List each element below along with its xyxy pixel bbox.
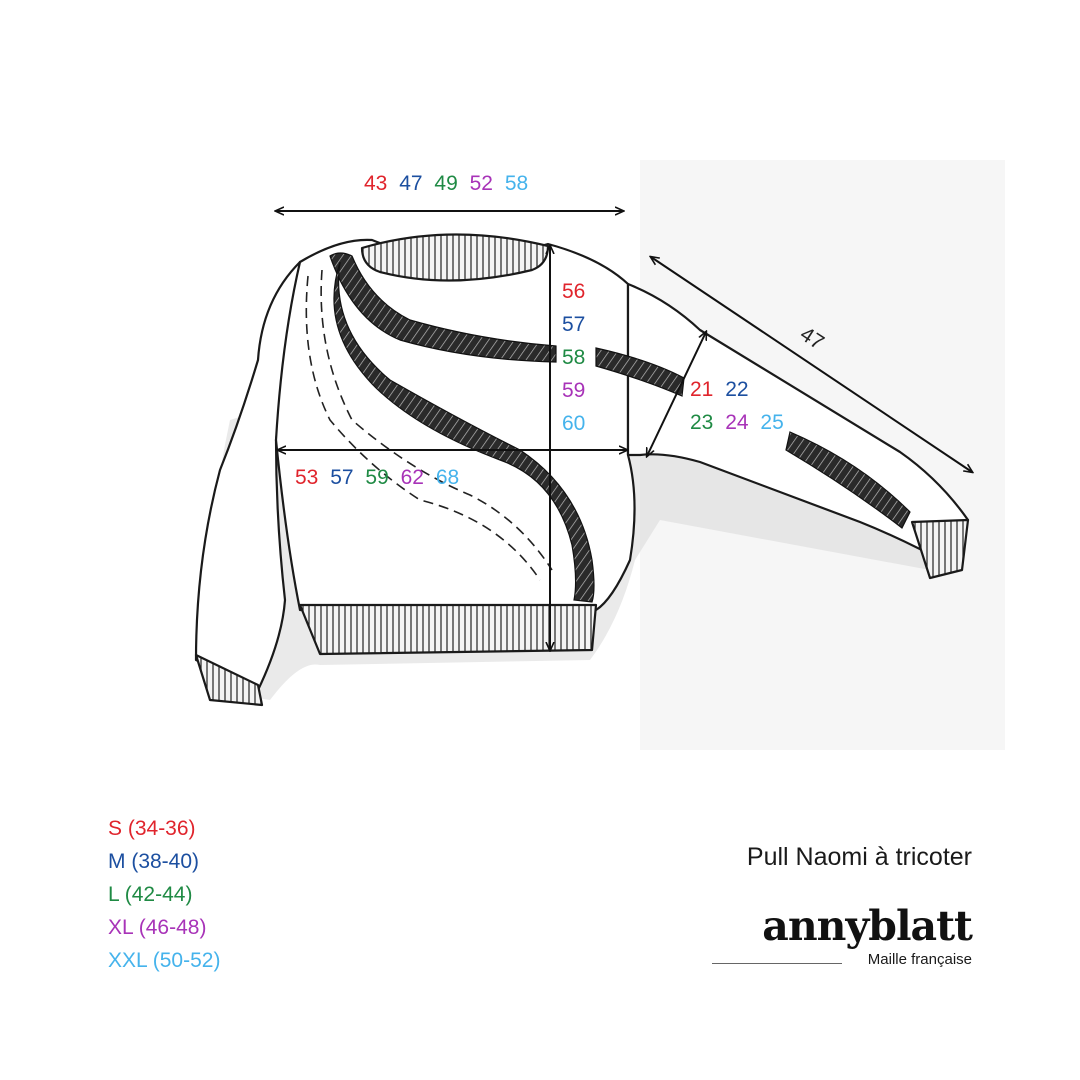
legend-item-m: M (38-40)	[108, 850, 200, 873]
brand-divider	[712, 963, 842, 964]
product-caption: Pull Naomi à tricoter	[746, 843, 972, 871]
legend-item-s: S (34-36)	[108, 817, 196, 840]
armhole-values-row1: 21 22	[690, 377, 749, 403]
size-s-value: 53	[295, 466, 319, 489]
size-xxl-value: 25	[760, 411, 784, 434]
brand-tagline: Maille française	[867, 951, 972, 968]
size-xl-value: 24	[725, 411, 749, 434]
size-m-value: 57	[330, 466, 354, 489]
size-xl-value: 59	[562, 379, 586, 402]
sweater-seams	[305, 269, 553, 581]
size-s-value: 56	[562, 280, 586, 303]
shoulder-width-values: 43 47 49 52 58	[364, 171, 528, 197]
brand-name: annyblatt	[762, 902, 973, 950]
brand-logo: annyblatt Maille française	[700, 902, 973, 968]
size-xl-value: 62	[400, 466, 424, 489]
double-arrow-icon	[276, 211, 972, 650]
size-xl-value: 52	[469, 172, 493, 195]
size-legend: S (34-36) M (38-40) L (42-44) XL (46-48)…	[108, 812, 220, 977]
size-xxl-value: 68	[435, 466, 460, 489]
size-l-value: 49	[434, 172, 458, 195]
size-xxl-value: 60	[562, 412, 586, 435]
size-m-value: 22	[725, 378, 749, 401]
chest-width-values: 53 57 59 62 68	[295, 465, 459, 491]
legend-item-l: L (42-44)	[108, 883, 193, 906]
size-l-value: 23	[690, 411, 714, 434]
size-s-value: 43	[364, 172, 388, 195]
size-l-value: 59	[365, 466, 389, 489]
legend-item-xxl: XXL (50-52)	[108, 949, 221, 972]
size-m-value: 57	[562, 313, 586, 336]
size-s-value: 21	[690, 378, 714, 401]
size-xxl-value: 58	[504, 172, 529, 195]
legend-item-xl: XL (46-48)	[108, 916, 207, 939]
size-m-value: 47	[399, 172, 423, 195]
armhole-values-row2: 23 24 25	[690, 410, 784, 436]
body-length-values: 56 57 58 59 60	[562, 275, 585, 440]
size-l-value: 58	[562, 346, 586, 369]
